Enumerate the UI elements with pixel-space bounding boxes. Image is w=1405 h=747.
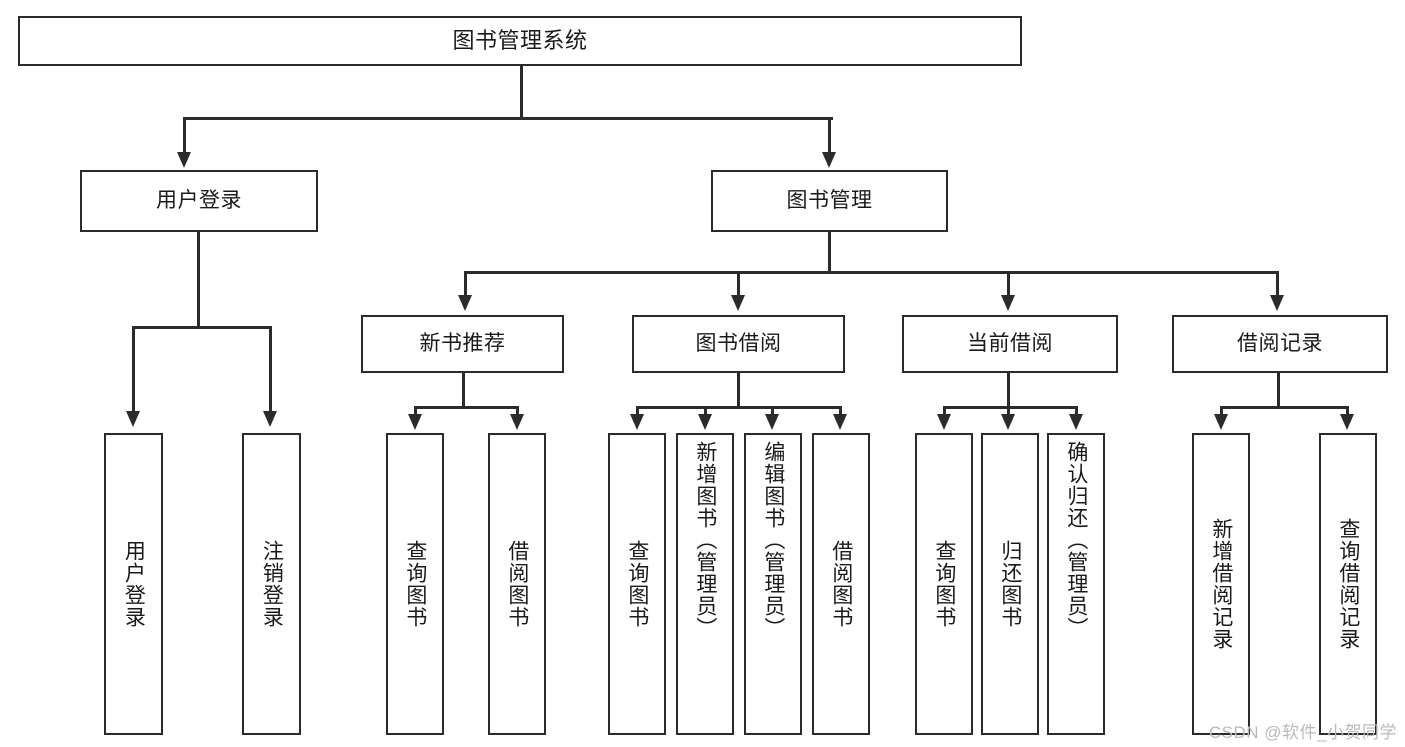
arrowhead-bb-leaf-2 <box>698 414 712 430</box>
leaf-label: 查询图书 <box>625 540 649 628</box>
leaf-label: 新增图书（管理员） <box>693 441 717 639</box>
edge-bm-drop-2 <box>737 271 740 296</box>
edge-bb-drop-1 <box>636 406 639 415</box>
node-label: 新书推荐 <box>419 331 506 355</box>
arrowhead-book-management <box>822 152 836 168</box>
node-label: 借阅记录 <box>1237 331 1323 355</box>
edge-bb-drop-2 <box>704 406 707 415</box>
leaf-logout[interactable]: 注销登录 <box>242 433 301 735</box>
edge-bb-drop-3 <box>771 406 774 415</box>
arrowhead-current-borrow <box>1001 295 1015 311</box>
edge-nbr-drop-2 <box>516 406 519 415</box>
node-label: 图书借阅 <box>695 331 782 355</box>
arrowhead-new-book-recommend <box>458 295 472 311</box>
arrowhead-bb-leaf-1 <box>630 414 644 430</box>
edge-br-bus <box>1220 406 1349 409</box>
arrowhead-br-leaf-2 <box>1340 414 1354 430</box>
edge-cb-stem <box>1007 373 1010 407</box>
node-current-borrow[interactable]: 当前借阅 <box>902 315 1118 373</box>
leaf-query-book-nbr[interactable]: 查询图书 <box>386 433 444 735</box>
arrowhead-br-leaf-1 <box>1214 414 1228 430</box>
leaf-add-borrow-record[interactable]: 新增借阅记录 <box>1192 433 1250 735</box>
leaf-edit-book-admin[interactable]: 编辑图书（管理员） <box>744 433 802 735</box>
arrowhead-nbr-leaf-2 <box>510 414 524 430</box>
leaf-user-login[interactable]: 用户登录 <box>104 433 163 735</box>
edge-root-stem <box>520 66 523 118</box>
edge-br-stem <box>1277 373 1280 407</box>
arrowhead-cb-leaf-3 <box>1069 414 1083 430</box>
leaf-label: 确认归还（管理员） <box>1064 441 1088 639</box>
edge-bm-drop-4 <box>1276 271 1279 296</box>
csdn-watermark: CSDN @软件_小贺同学 <box>1208 723 1397 742</box>
leaf-borrow-book-nbr[interactable]: 借阅图书 <box>488 433 546 735</box>
edge-root-drop-1 <box>183 117 186 153</box>
edge-br-drop-1 <box>1220 406 1223 415</box>
arrowhead-leaf-user-login <box>126 411 140 427</box>
edge-bm-drop-3 <box>1007 271 1010 296</box>
leaf-label: 借阅图书 <box>829 540 853 628</box>
arrowhead-book-borrow <box>731 295 745 311</box>
edge-user-login-drop-1 <box>132 326 135 412</box>
leaf-query-book-bb[interactable]: 查询图书 <box>608 433 666 735</box>
edge-bb-drop-4 <box>839 406 842 415</box>
leaf-label: 新增借阅记录 <box>1209 518 1233 650</box>
edge-book-management-stem <box>828 232 831 272</box>
edge-bb-stem <box>737 373 740 407</box>
edge-bm-drop-1 <box>464 271 467 296</box>
arrowhead-user-login <box>177 152 191 168</box>
edge-book-management-bus <box>464 271 1279 274</box>
edge-nbr-stem <box>462 373 465 407</box>
node-book-borrow[interactable]: 图书借阅 <box>632 315 845 373</box>
leaf-label: 查询图书 <box>932 540 956 628</box>
leaf-label: 归还图书 <box>998 540 1022 628</box>
edge-cb-drop-3 <box>1075 406 1078 415</box>
edge-cb-bus <box>943 406 1078 409</box>
edge-root-drop-2 <box>828 117 831 153</box>
node-book-management-system[interactable]: 图书管理系统 <box>18 16 1022 66</box>
leaf-label: 编辑图书（管理员） <box>761 441 785 639</box>
arrowhead-bb-leaf-4 <box>833 414 847 430</box>
leaf-label: 查询图书 <box>403 540 427 628</box>
node-label: 用户登录 <box>156 188 242 212</box>
edge-nbr-drop-1 <box>414 406 417 415</box>
leaf-query-borrow-record[interactable]: 查询借阅记录 <box>1319 433 1377 735</box>
leaf-query-book-cb[interactable]: 查询图书 <box>915 433 973 735</box>
node-new-book-recommend[interactable]: 新书推荐 <box>361 315 564 373</box>
edge-user-login-drop-2 <box>269 326 272 412</box>
arrowhead-bb-leaf-3 <box>765 414 779 430</box>
edge-nbr-bus <box>414 406 519 409</box>
node-label: 图书管理系统 <box>452 28 588 54</box>
edge-user-login-bus <box>132 326 271 329</box>
arrowhead-cb-leaf-1 <box>937 414 951 430</box>
arrowhead-borrow-record <box>1270 295 1284 311</box>
node-user-login[interactable]: 用户登录 <box>80 170 318 232</box>
edge-user-login-stem <box>197 232 200 327</box>
leaf-confirm-return-admin[interactable]: 确认归还（管理员） <box>1047 433 1105 735</box>
edge-br-drop-2 <box>1346 406 1349 415</box>
node-label: 图书管理 <box>786 188 873 212</box>
edge-root-bus <box>183 117 833 120</box>
leaf-borrow-book-bb[interactable]: 借阅图书 <box>812 433 870 735</box>
arrowhead-cb-leaf-2 <box>1001 414 1015 430</box>
leaf-add-book-admin[interactable]: 新增图书（管理员） <box>676 433 734 735</box>
edge-cb-drop-1 <box>943 406 946 415</box>
edge-cb-drop-2 <box>1007 406 1010 415</box>
arrowhead-leaf-logout <box>263 411 277 427</box>
leaf-label: 用户登录 <box>122 540 146 628</box>
node-book-management[interactable]: 图书管理 <box>711 170 948 232</box>
leaf-label: 查询借阅记录 <box>1336 518 1360 650</box>
leaf-return-book[interactable]: 归还图书 <box>981 433 1039 735</box>
node-label: 当前借阅 <box>967 331 1053 355</box>
leaf-label: 借阅图书 <box>505 540 529 628</box>
node-borrow-record[interactable]: 借阅记录 <box>1172 315 1388 373</box>
edge-bb-bus <box>636 406 842 409</box>
leaf-label: 注销登录 <box>260 540 284 628</box>
arrowhead-nbr-leaf-1 <box>408 414 422 430</box>
